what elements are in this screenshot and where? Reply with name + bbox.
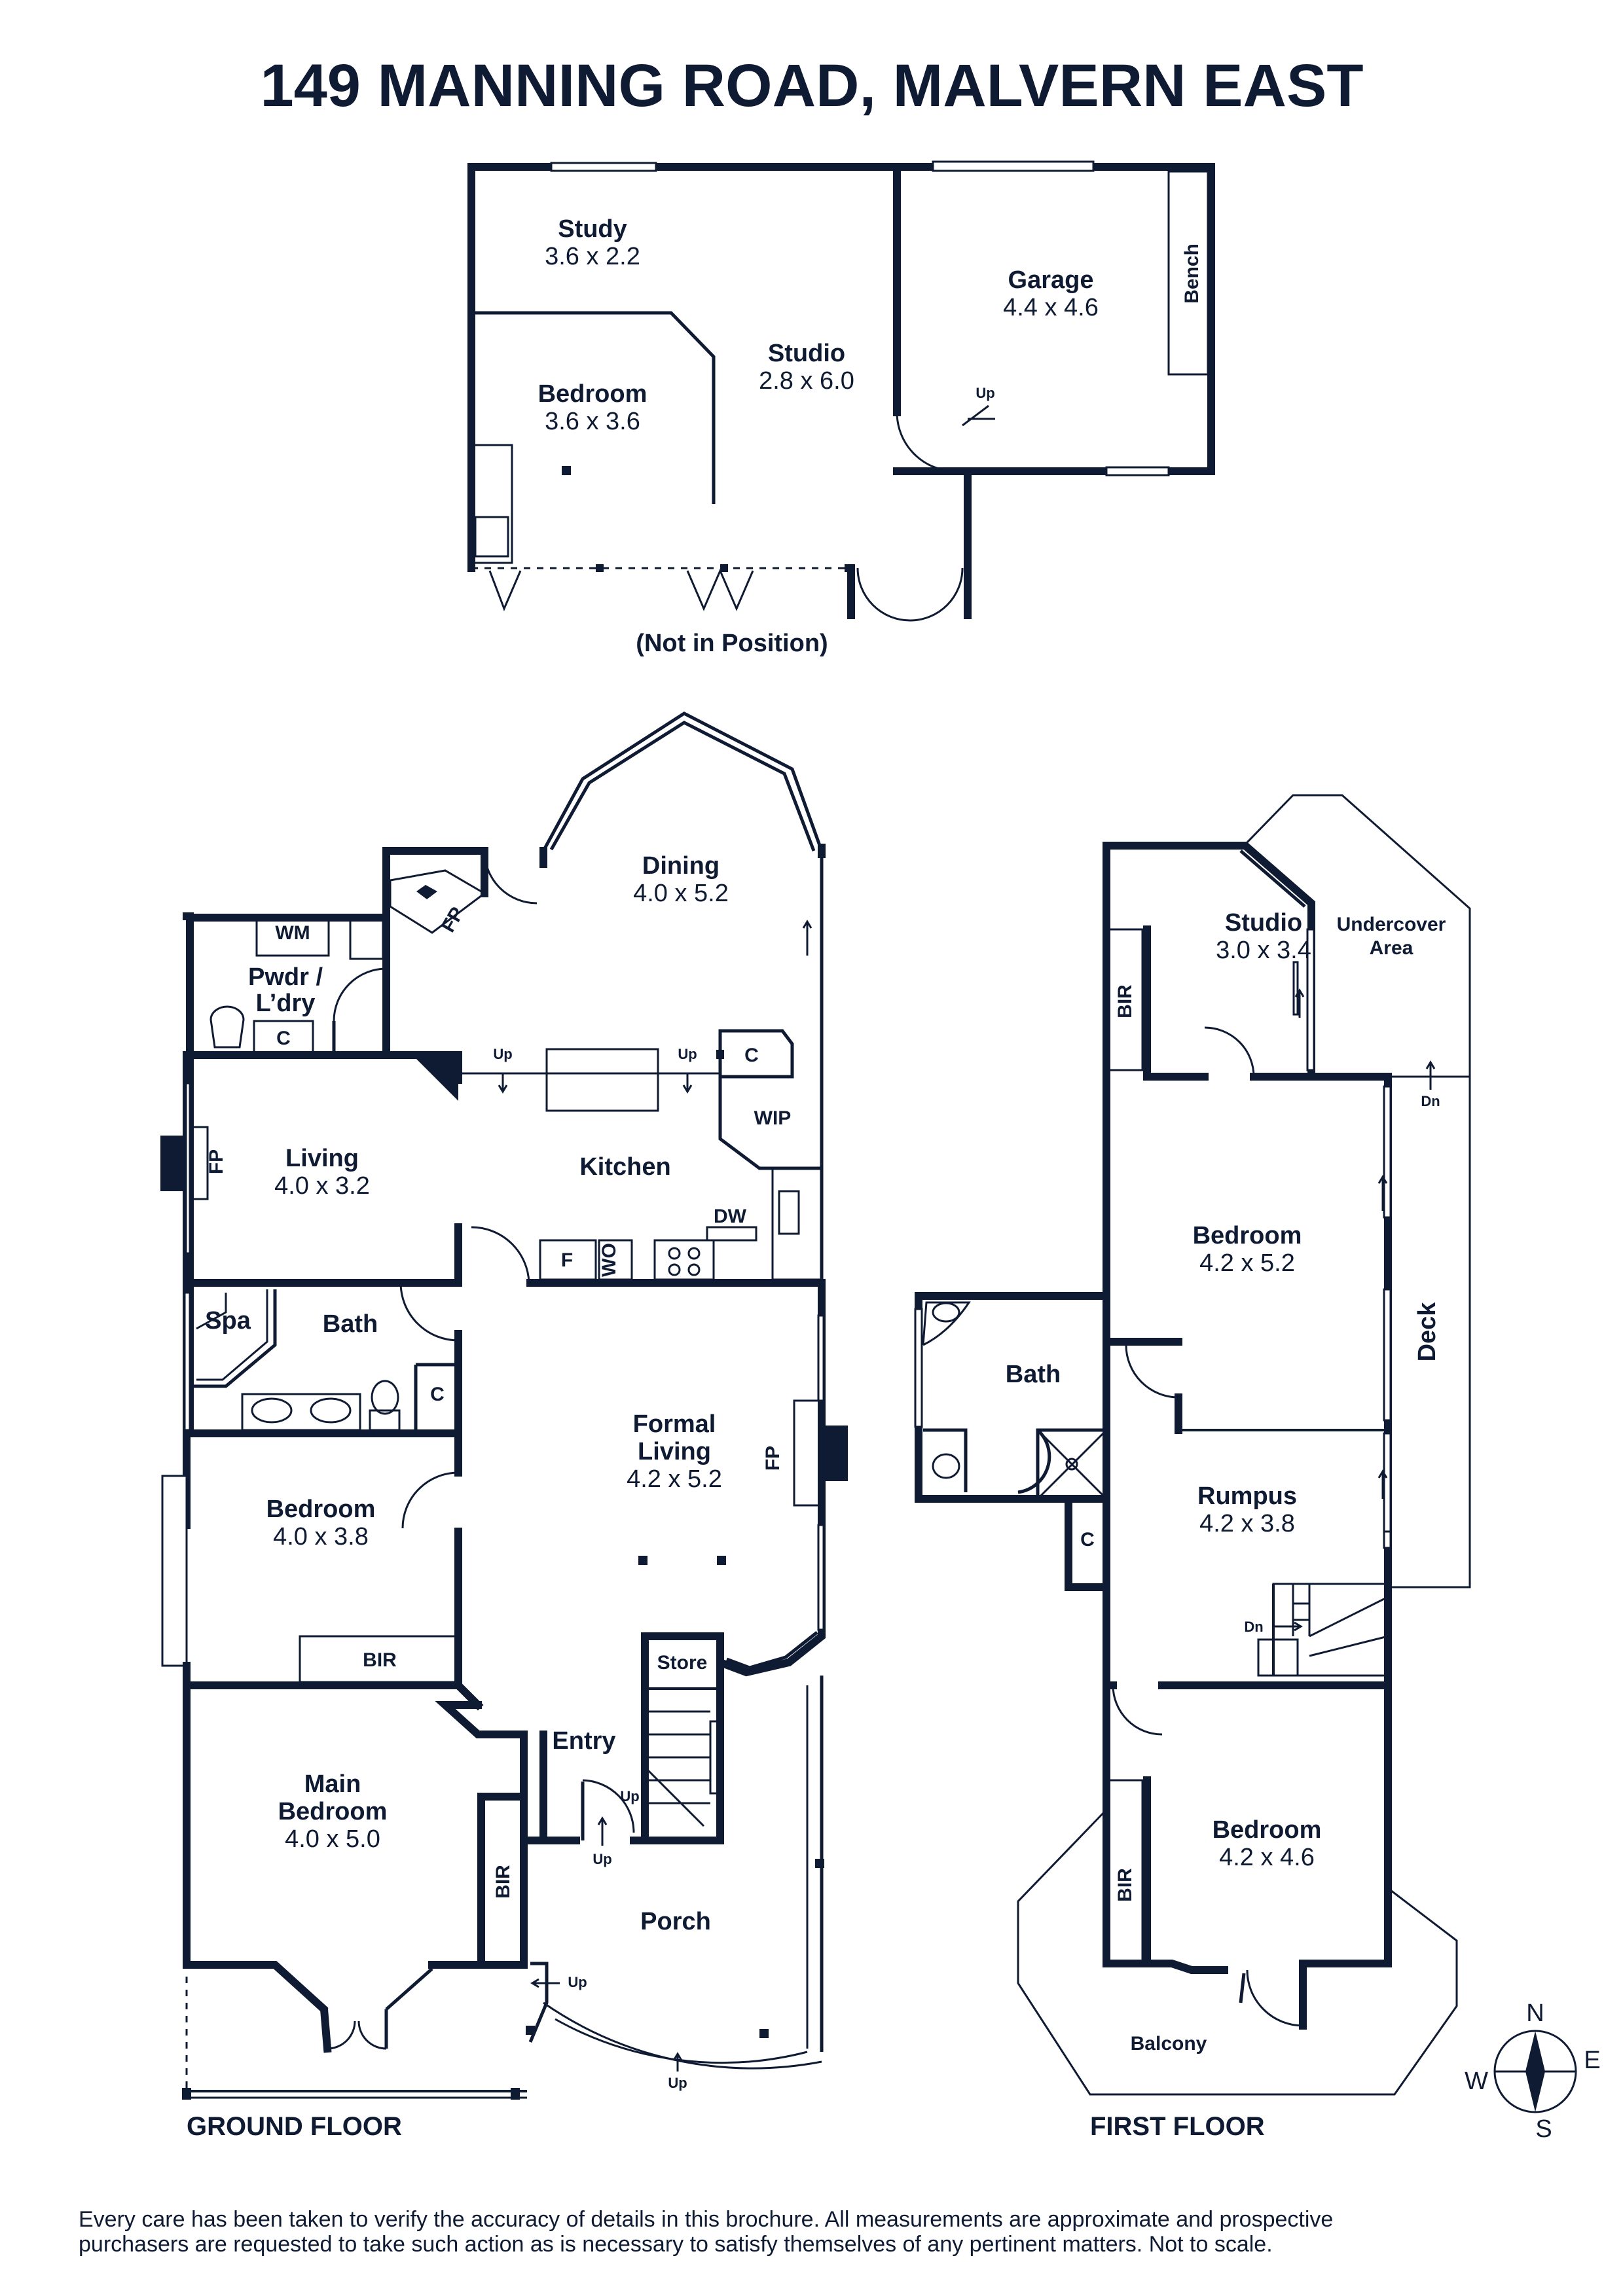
room-garage-name: Garage (1008, 266, 1094, 294)
ground-bedroom-bir-label: BIR (363, 1649, 397, 1671)
room-dining-name: Dining (642, 852, 720, 880)
room-dining-dims: 4.0 x 5.2 (633, 880, 729, 907)
room-kitchen-name: Kitchen (579, 1153, 670, 1181)
washing-machine-label: WM (275, 922, 310, 944)
bedroom-bir-label: BIR (1114, 1868, 1136, 1902)
room-first-studio-name: Studio (1225, 909, 1302, 937)
compass-north: N (1526, 2000, 1544, 2027)
rumpus-cupboard-label: C (1080, 1529, 1095, 1551)
first-floor-caption: FIRST FLOOR (1090, 2112, 1265, 2141)
room-porch-name: Porch (640, 1908, 711, 1935)
porch-side-up-label: Up (568, 1974, 587, 1990)
room-first-bedroom-lower-name: Bedroom (1213, 1816, 1322, 1844)
room-rumpus-name: Rumpus (1197, 1482, 1297, 1510)
room-pwdr-line2: L’dry (256, 990, 316, 1017)
room-first-bath-name: Bath (1006, 1361, 1061, 1388)
room-garage-dims: 4.4 x 4.6 (1003, 294, 1099, 321)
stairs-up-label: Up (620, 1788, 639, 1804)
room-first-bedroom-upper-name: Bedroom (1193, 1222, 1302, 1249)
room-formal-living-line2: Living (638, 1438, 711, 1465)
kitchen-up-label-right: Up (678, 1046, 697, 1062)
room-main-bedroom-dims: 4.0 x 5.0 (285, 1825, 380, 1853)
stairs-dn-label: Dn (1244, 1619, 1263, 1635)
room-first-bedroom-lower-dims: 4.2 x 4.6 (1219, 1844, 1315, 1871)
formal-living-fireplace-label: FP (762, 1446, 784, 1471)
room-first-studio-dims: 3.0 x 3.4 (1216, 937, 1311, 964)
room-living-name: Living (285, 1145, 359, 1172)
dishwasher-label: DW (714, 1206, 747, 1227)
room-formal-living-dims: 4.2 x 5.2 (627, 1465, 722, 1493)
undercover-line1: Undercover (1337, 914, 1446, 935)
living-fireplace-label: FP (206, 1149, 227, 1174)
compass-icon: N E S W (1465, 2000, 1601, 2143)
kitchen-cupboard-label: C (744, 1045, 759, 1066)
room-study-name: Study (558, 215, 627, 243)
disclaimer-line-2: purchasers are requested to take such ac… (79, 2232, 1273, 2257)
walk-in-pantry-label: WIP (754, 1107, 792, 1129)
laundry-cupboard-label: C (276, 1028, 291, 1049)
fridge-label: F (561, 1249, 573, 1271)
compass-east: E (1584, 2047, 1600, 2074)
deck-label: Deck (1413, 1302, 1441, 1362)
porch-front-up-label: Up (668, 2075, 687, 2091)
deck-dn-label: Dn (1421, 1093, 1440, 1109)
entry-up-label: Up (593, 1851, 611, 1867)
room-ground-bedroom-dims: 4.0 x 3.8 (273, 1523, 369, 1551)
spa-label: Spa (205, 1307, 251, 1335)
compass-south: S (1535, 2115, 1552, 2143)
studio-bir-label: BIR (1114, 984, 1136, 1018)
outbuilding-plan: Up Study 3.6 x 2.2 Studio 2.8 x 6.0 Bedr… (467, 160, 1215, 657)
room-ground-bath-name: Bath (323, 1310, 378, 1338)
garage-up-label: Up (976, 385, 994, 401)
room-main-bedroom-line1: Main (304, 1770, 361, 1798)
room-outbuilding-bedroom-dims: 3.6 x 3.6 (545, 408, 640, 435)
main-bedroom-bir-label: BIR (492, 1865, 514, 1899)
undercover-line2: Area (1370, 937, 1413, 959)
room-ground-bedroom-name: Bedroom (266, 1496, 376, 1523)
room-entry-name: Entry (552, 1727, 615, 1755)
store-label: Store (657, 1652, 708, 1674)
room-living-dims: 4.0 x 3.2 (274, 1172, 370, 1200)
room-studio-dims: 2.8 x 6.0 (759, 367, 854, 395)
wall-oven-label: WO (598, 1243, 620, 1277)
disclaimer-line-1: Every care has been taken to verify the … (79, 2207, 1333, 2232)
bath-cupboard-label: C (430, 1384, 445, 1405)
kitchen-up-label-left: Up (493, 1046, 512, 1062)
compass-west: W (1465, 2068, 1488, 2095)
not-in-position-label: (Not in Position) (636, 630, 828, 657)
room-rumpus-dims: 4.2 x 3.8 (1199, 1510, 1295, 1537)
room-pwdr-line1: Pwdr / (248, 963, 323, 991)
ground-floor-plan: Dining 4.0 x 5.2 Living 4.0 x 3.2 Kitche… (160, 711, 848, 2141)
room-studio-name: Studio (768, 340, 845, 367)
page-title: 149 MANNING ROAD, MALVERN EAST (260, 52, 1363, 119)
room-outbuilding-bedroom-name: Bedroom (538, 380, 647, 408)
balcony-label: Balcony (1131, 2033, 1207, 2054)
room-formal-living-line1: Formal (633, 1410, 716, 1438)
room-main-bedroom-line2: Bedroom (278, 1798, 388, 1825)
first-floor-plan: Studio 3.0 x 3.4 Bedroom 4.2 x 5.2 Rumpu… (914, 794, 1471, 2141)
ground-floor-caption: GROUND FLOOR (187, 2112, 402, 2141)
garage-bench-label: Bench (1181, 243, 1203, 304)
room-study-dims: 3.6 x 2.2 (545, 243, 640, 270)
room-first-bedroom-upper-dims: 4.2 x 5.2 (1199, 1249, 1295, 1277)
